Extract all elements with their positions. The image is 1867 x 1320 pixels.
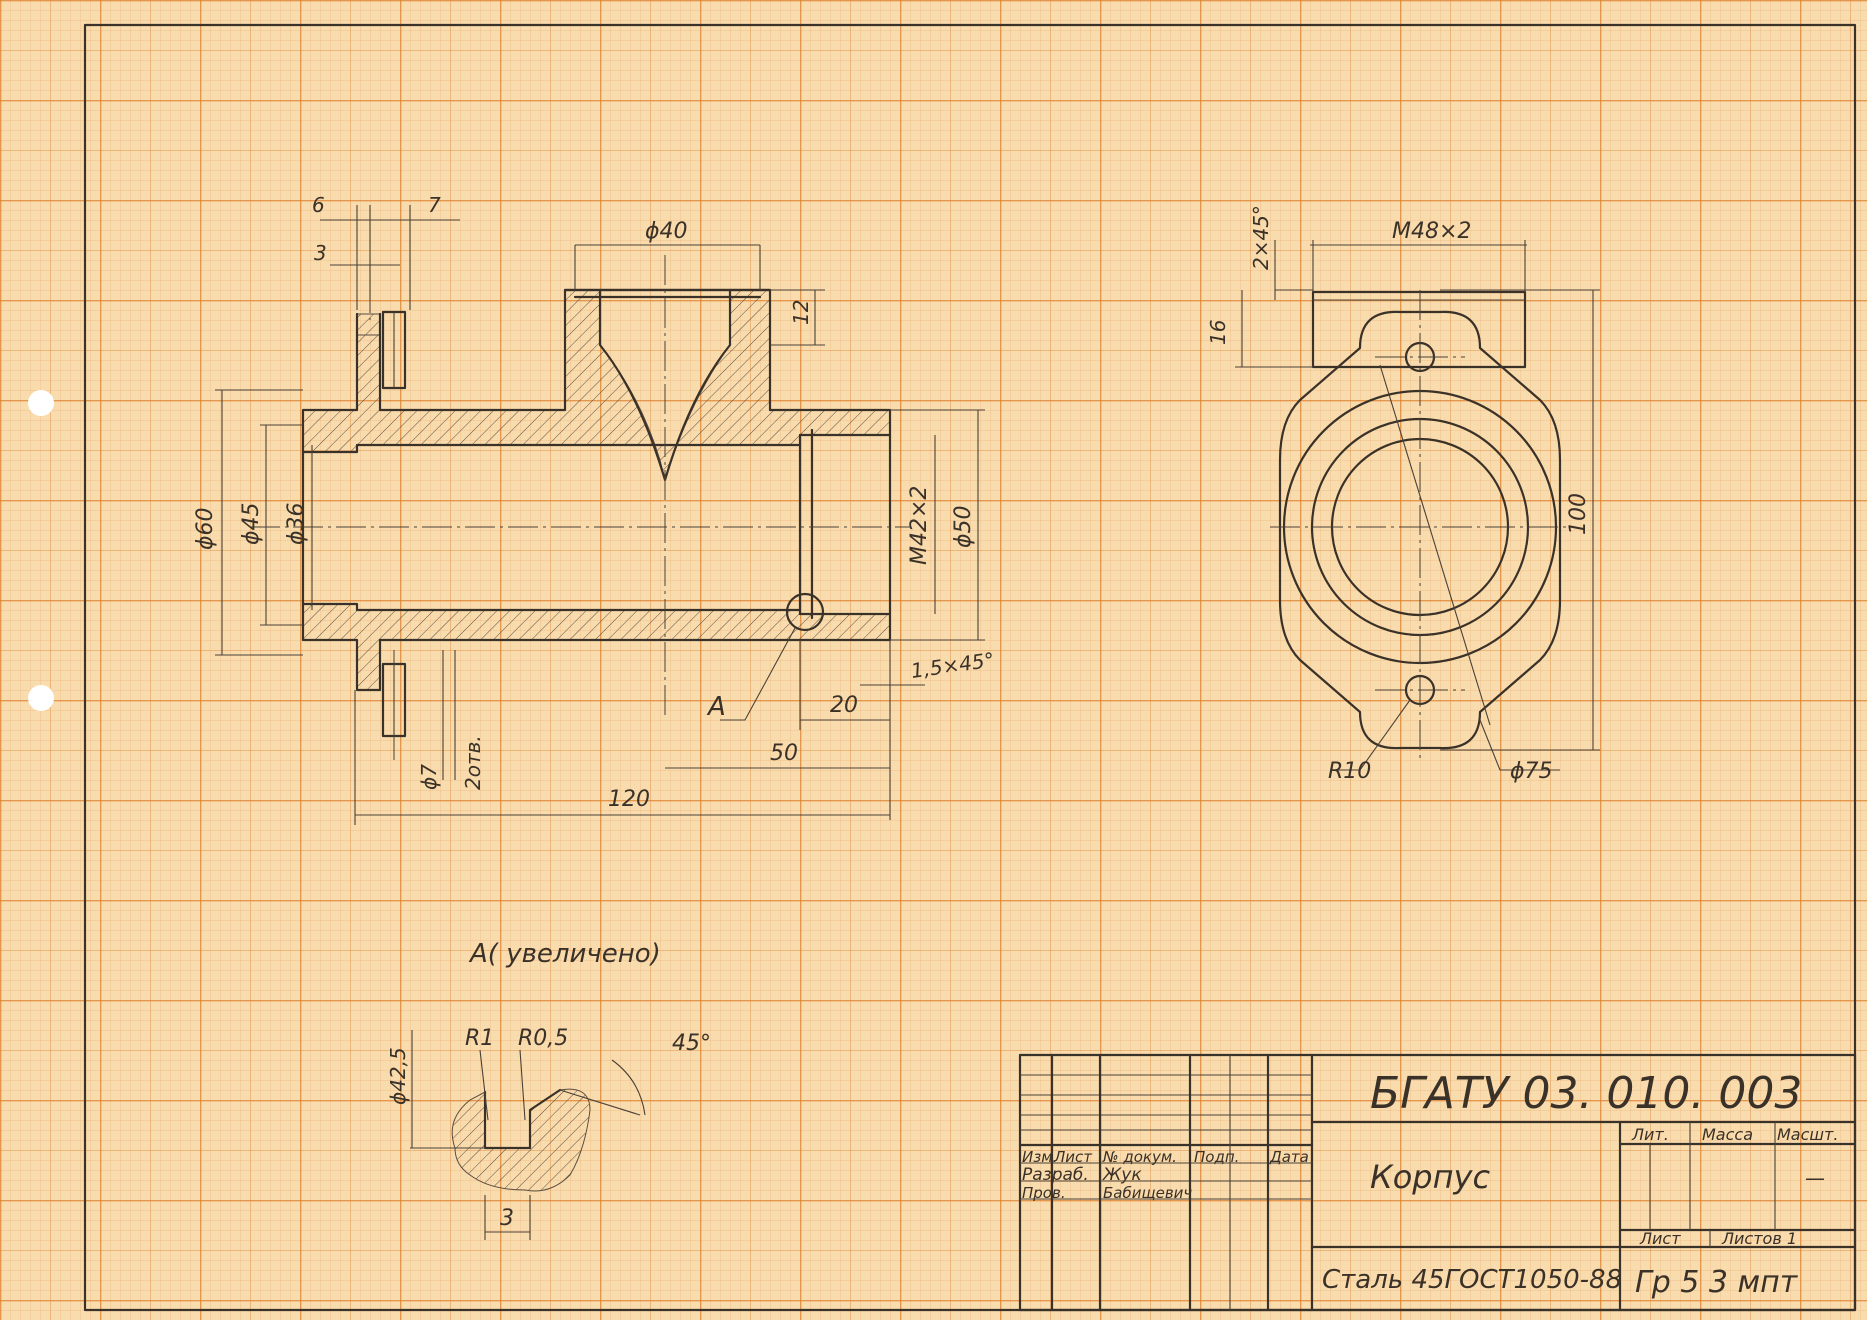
side-view: 2×45° M48×2 16 100 R10 ϕ75 [1206, 205, 1600, 784]
detail-d425: ϕ42,5 [386, 1047, 410, 1105]
dim-chamfer-main: 1,5×45° [909, 647, 996, 682]
tb-material: Сталь 45ГОСТ1050-88 [1322, 1265, 1622, 1295]
dim-d36: ϕ36 [284, 502, 309, 545]
dim-flange-small: 3 [314, 241, 327, 265]
dim-120: 120 [608, 787, 650, 812]
wall-bottom [302, 603, 891, 691]
tb-hdr-list: Лист [1053, 1148, 1093, 1166]
tb-lit: Лит. [1631, 1125, 1669, 1144]
tb-hdr-data: Дата [1269, 1148, 1309, 1166]
side-dim-16: 16 [1206, 320, 1230, 345]
dim-flange-left: 6 [312, 193, 325, 217]
callout-a: A [706, 692, 726, 722]
side-dim-100: 100 [1566, 493, 1591, 535]
main-section-view: 6 7 3 ϕ40 12 ϕ60 ϕ45 ϕ36 M42×2 ϕ50 1,5×4… [193, 193, 996, 825]
detail-3: 3 [500, 1206, 514, 1231]
tb-name: Корпус [1370, 1158, 1490, 1196]
tb-razrab-name: Жук [1102, 1165, 1142, 1185]
dim-top-depth: 12 [789, 300, 813, 325]
title-block: БГАТУ 03. 010. 003 Корпус Сталь 45ГОСТ10… [1018, 1053, 1857, 1312]
tb-group: Гр 5 3 мпт [1635, 1265, 1799, 1300]
tb-sheets-label: Листов 1 [1721, 1229, 1797, 1248]
dim-d45: ϕ45 [239, 502, 264, 545]
drawing-frame [83, 23, 1857, 1312]
detail-r05: R0,5 [518, 1026, 568, 1051]
side-dim-thread: M48×2 [1392, 219, 1471, 244]
detail-r1: R1 [465, 1026, 494, 1051]
dim-50: 50 [770, 741, 798, 766]
side-dim-r10: R10 [1328, 759, 1371, 784]
tb-masht: Масшт. [1777, 1125, 1838, 1144]
dim-d60: ϕ60 [193, 507, 218, 550]
tb-sheet-label: Лист [1639, 1229, 1681, 1248]
punch-hole-bottom [28, 685, 54, 711]
tb-hdr-doc: № докум. [1102, 1148, 1177, 1166]
tb-hdr-izm: Изм. [1022, 1148, 1057, 1166]
flange-hatch [356, 313, 381, 336]
detail-title: A( увеличено) [468, 939, 661, 969]
tb-masht-value: — [1805, 1166, 1825, 1190]
dim-20: 20 [830, 693, 858, 718]
dim-d50: ϕ50 [951, 505, 976, 548]
side-dim-chamfer: 2×45° [1249, 205, 1273, 270]
tb-razrab-label: Разраб. [1022, 1165, 1089, 1185]
tb-prov-label: Пров. [1022, 1184, 1066, 1202]
tb-prov-name: Бабищевич [1103, 1184, 1192, 1202]
punch-hole-top [28, 390, 54, 416]
tb-designation: БГАТУ 03. 010. 003 [1370, 1068, 1802, 1119]
tb-hdr-podp: Подп. [1194, 1148, 1239, 1166]
tb-massa: Масса [1702, 1125, 1753, 1144]
side-dim-d75: ϕ75 [1510, 759, 1553, 784]
dim-flange-right: 7 [428, 193, 441, 217]
dim-top-bore: ϕ40 [645, 219, 688, 244]
dim-hole-count: 2отв. [461, 735, 485, 790]
dim-hole: ϕ7 [417, 764, 441, 790]
dim-thread-main: M42×2 [907, 486, 932, 565]
detail-angle: 45° [672, 1031, 711, 1056]
detail-a: A( увеличено) R1 R0,5 45° ϕ42,5 3 [386, 939, 711, 1240]
